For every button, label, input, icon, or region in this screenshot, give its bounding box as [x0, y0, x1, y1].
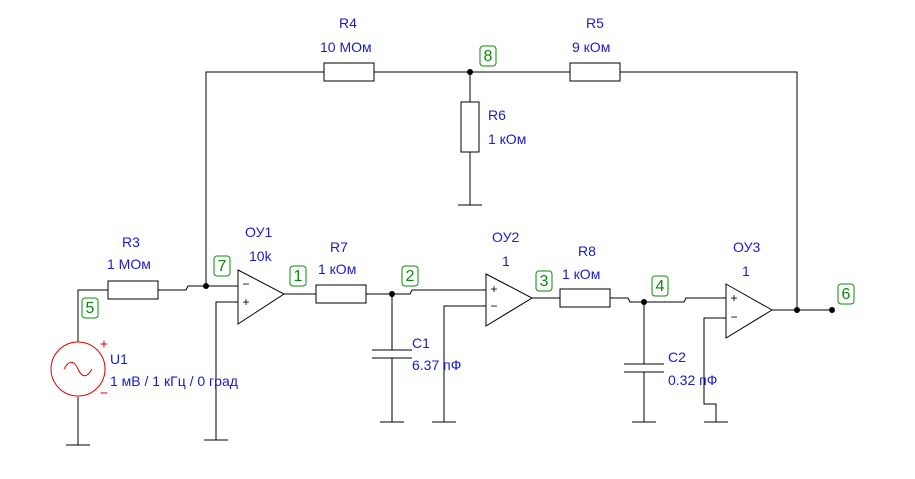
svg-text:4: 4: [656, 278, 665, 295]
ou3-ref: ОУ3: [733, 239, 760, 255]
wire-r8-node4: [610, 297, 644, 303]
ou2-ref: ОУ2: [492, 229, 519, 245]
svg-text:7: 7: [218, 258, 227, 275]
c2-ref: C2: [668, 349, 686, 365]
opamp-ou2: + −: [485, 273, 534, 327]
node-8-label: 8: [479, 45, 497, 67]
wire-r3-node7: [158, 285, 206, 291]
r5-value: 9 кОм: [572, 39, 610, 55]
ou3-minus-pin: −: [730, 310, 737, 324]
ou2-gain: 1: [502, 253, 510, 269]
capacitor-c2: [624, 363, 664, 373]
u1-value: 1 мВ / 1 кГц / 0 град: [110, 373, 238, 389]
c2-value: 0.32 пФ: [668, 372, 717, 388]
ou1-ref: ОУ1: [245, 224, 272, 240]
ou1-minus-pin: −: [242, 277, 249, 291]
wire-feedback-left: [205, 71, 324, 286]
wire-r5-right: [620, 71, 798, 310]
ou2-minus-pin: −: [490, 299, 497, 313]
resistor-r6: [460, 101, 480, 153]
component-labels: R3 1 МОм R4 10 МОм R5 9 кОм R6 1 кОм R7 …: [107, 15, 760, 389]
junction-node2: [389, 291, 395, 297]
c1-value: 6.37 пФ: [412, 357, 461, 373]
svg-text:3: 3: [540, 273, 549, 290]
terminal-node6: [829, 307, 835, 313]
r4-value: 10 МОм: [320, 39, 372, 55]
r4-ref: R4: [339, 15, 357, 31]
resistor-r3: [107, 280, 159, 300]
junctions: [203, 69, 835, 313]
junction-node7: [203, 283, 209, 289]
r5-ref: R5: [586, 15, 604, 31]
r8-value: 1 кОм: [562, 266, 600, 282]
u1-ref: U1: [110, 351, 128, 367]
junction-node6: [794, 307, 800, 313]
ou2-plus-pin: +: [490, 282, 497, 296]
r3-ref: R3: [122, 234, 140, 250]
node-1-label: 1: [289, 265, 307, 287]
ou1-gain: 10k: [249, 248, 273, 264]
wire-node5: [77, 289, 108, 342]
node-labels: 5 7 8 1 2 3 4 6: [81, 45, 855, 319]
r8-ref: R8: [578, 243, 596, 259]
resistor-r4: [323, 62, 375, 82]
resistor-r7: [315, 284, 367, 304]
ac-source-u1: + −: [50, 336, 108, 401]
wire-node2-ou2: [392, 289, 486, 295]
opamp-ou3: + −: [725, 283, 773, 339]
node-2-label: 2: [401, 265, 419, 287]
junction-node4: [641, 299, 647, 305]
wire-node4-ou3: [644, 297, 726, 303]
sine-wave-icon: [63, 361, 93, 377]
opamp-ou1: − +: [237, 269, 285, 325]
source-minus-sign: −: [100, 385, 108, 401]
node-5-label: 5: [81, 297, 99, 319]
ou3-gain: 1: [742, 263, 750, 279]
resistor-r8: [559, 288, 611, 308]
node-4-label: 4: [651, 275, 669, 297]
r7-value: 1 кОм: [318, 261, 356, 277]
wire-ou1-plus-ground: [215, 301, 238, 440]
node-7-label: 7: [213, 255, 231, 277]
svg-text:2: 2: [406, 268, 415, 285]
r3-value: 1 МОм: [107, 256, 151, 272]
c1-ref: C1: [412, 335, 430, 351]
wires: [66, 71, 832, 446]
svg-text:1: 1: [294, 268, 303, 285]
r7-ref: R7: [330, 239, 348, 255]
node-3-label: 3: [535, 270, 553, 292]
svg-text:8: 8: [484, 48, 493, 65]
capacitor-c1: [372, 349, 412, 359]
wire-ou3-minus-ground: [703, 317, 726, 422]
r6-ref: R6: [488, 107, 506, 123]
svg-text:5: 5: [86, 300, 95, 317]
resistor-r5: [569, 62, 621, 82]
source-plus-sign: +: [100, 336, 108, 352]
r6-value: 1 кОм: [488, 131, 526, 147]
wire-ou2-minus-ground: [443, 305, 486, 422]
node-6-label: 6: [837, 283, 855, 305]
ou3-plus-pin: +: [730, 291, 737, 305]
svg-text:6: 6: [842, 286, 851, 303]
junction-node8: [467, 69, 473, 75]
ou1-plus-pin: +: [242, 295, 249, 309]
